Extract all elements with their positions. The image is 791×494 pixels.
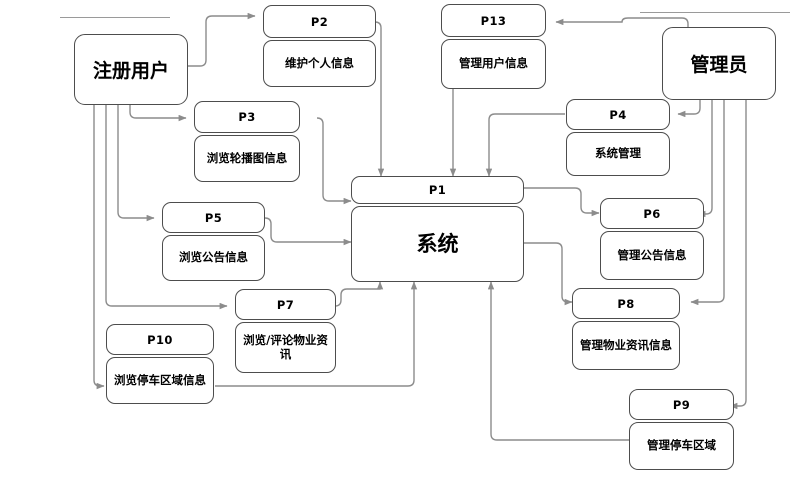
process-p2-label: 维护个人信息 [263,40,376,87]
process-p8-label: 管理物业资讯信息 [572,321,680,370]
process-node-p6[interactable]: P6 管理公告信息 [600,198,704,280]
process-p5-label: 浏览公告信息 [162,235,265,281]
actor-administrator[interactable]: 管理员 [662,27,776,100]
process-node-p9[interactable]: P9 管理停车区域 [629,389,734,470]
process-p6-label: 管理公告信息 [600,231,704,280]
process-p6-code: P6 [600,198,704,229]
process-p8-code: P8 [572,288,680,319]
process-node-p4[interactable]: P4 系统管理 [566,99,670,176]
process-p13-code: P13 [441,4,546,37]
process-node-p5[interactable]: P5 浏览公告信息 [162,202,265,281]
process-node-p7[interactable]: P7 浏览/评论物业资讯 [235,289,336,373]
process-p7-label: 浏览/评论物业资讯 [235,322,336,373]
process-node-p2[interactable]: P2 维护个人信息 [263,5,376,87]
process-p1-label: 系统 [351,206,524,282]
process-p9-code: P9 [629,389,734,420]
top-rule-left [60,17,170,18]
actor-registered-user[interactable]: 注册用户 [74,34,188,105]
process-p13-label: 管理用户信息 [441,39,546,89]
process-p10-code: P10 [106,324,214,355]
process-p1-code: P1 [351,176,524,204]
process-node-p13[interactable]: P13 管理用户信息 [441,4,546,89]
process-p3-label: 浏览轮播图信息 [194,135,300,182]
process-node-p10[interactable]: P10 浏览停车区域信息 [106,324,214,404]
process-p10-label: 浏览停车区域信息 [106,357,214,404]
top-rule-right [640,12,790,13]
actor-administrator-label: 管理员 [690,54,748,76]
process-node-p3[interactable]: P3 浏览轮播图信息 [194,101,300,182]
process-p5-code: P5 [162,202,265,233]
process-node-p1-system[interactable]: P1 系统 [351,176,524,282]
process-p7-code: P7 [235,289,336,320]
process-node-p8[interactable]: P8 管理物业资讯信息 [572,288,680,370]
process-p3-code: P3 [194,101,300,133]
process-p2-code: P2 [263,5,376,38]
process-p4-code: P4 [566,99,670,130]
process-p4-label: 系统管理 [566,132,670,176]
actor-registered-user-label: 注册用户 [92,60,169,82]
process-p9-label: 管理停车区域 [629,422,734,470]
